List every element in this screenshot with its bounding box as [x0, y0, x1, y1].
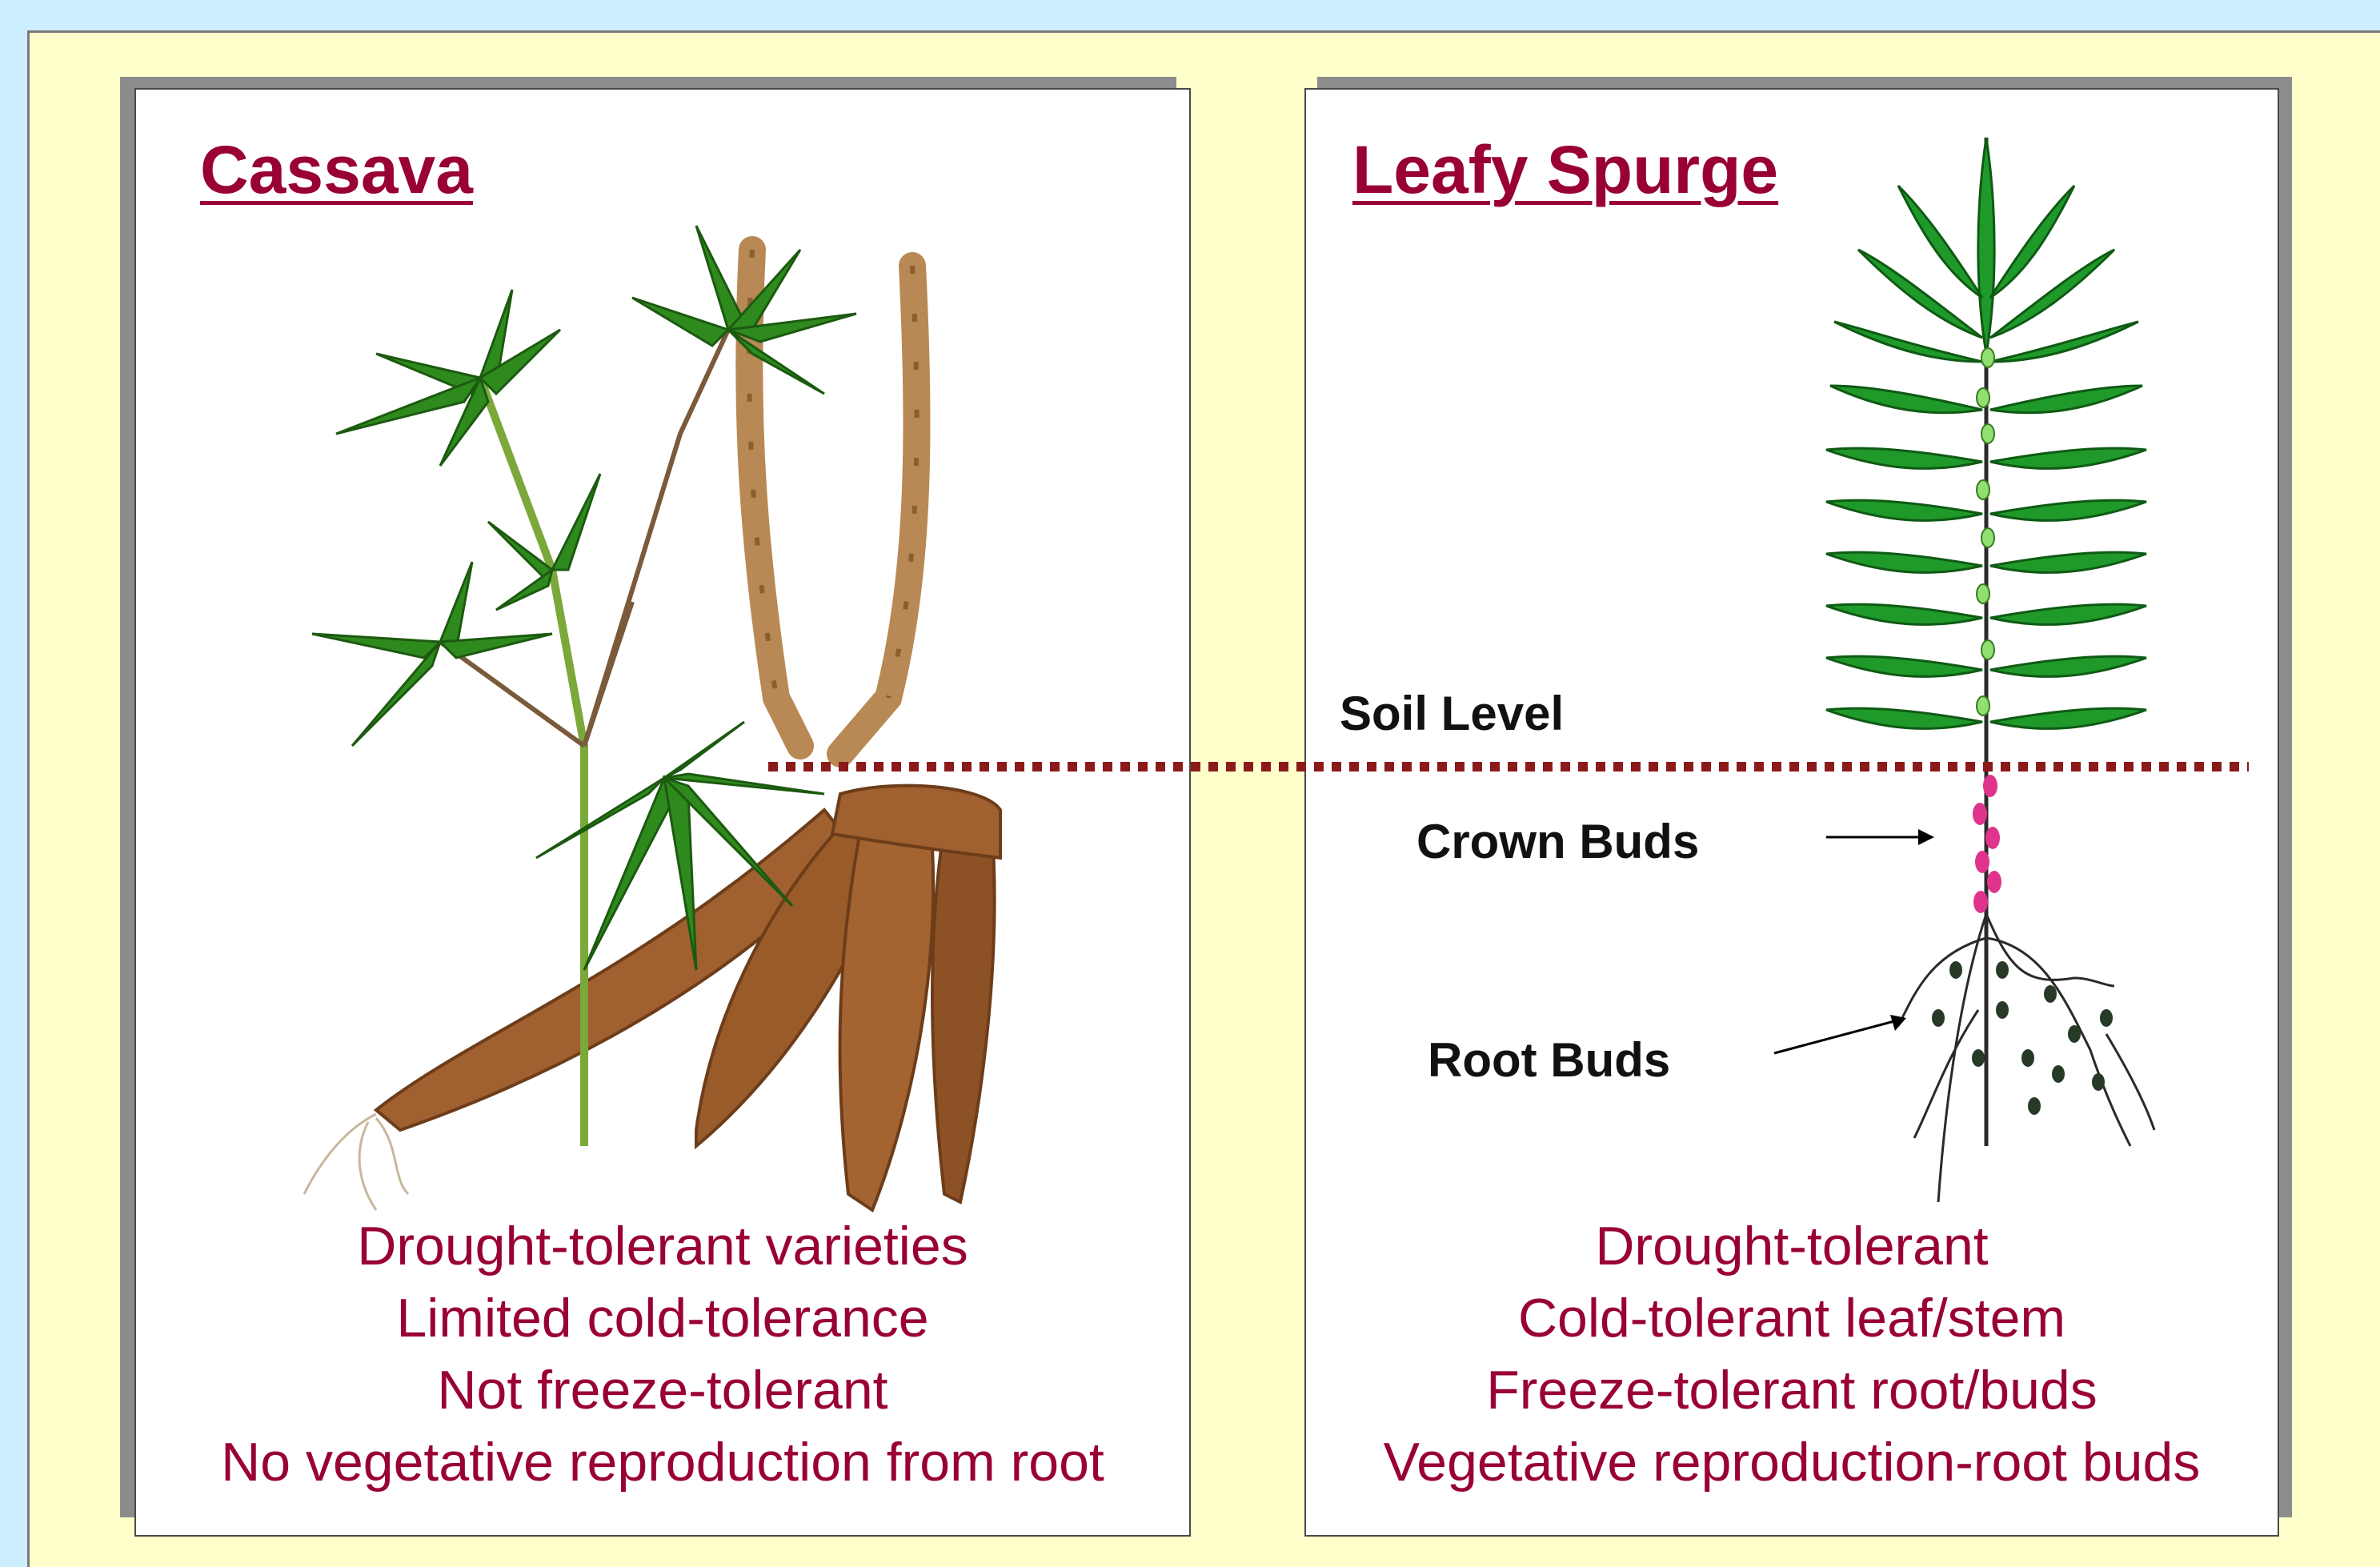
spurge-trait: Cold-tolerant leaf/stem: [1306, 1282, 2278, 1354]
spurge-trait: Freeze-tolerant root/buds: [1306, 1354, 2278, 1426]
soil-level-label: Soil Level: [1340, 686, 1564, 741]
crown-buds-label: Crown Buds: [1416, 814, 1699, 869]
root-buds-label: Root Buds: [1428, 1032, 1670, 1088]
cassava-trait: Not freeze-tolerant: [136, 1354, 1189, 1426]
cassava-trait: Drought-tolerant varieties: [136, 1210, 1189, 1282]
cassava-trait: No vegetative reproduction from root: [136, 1426, 1189, 1498]
spurge-panel: Leafy Spurge: [1304, 88, 2279, 1537]
cassava-panel: Cassava: [134, 88, 1191, 1537]
cassava-trait: Limited cold-tolerance: [136, 1282, 1189, 1354]
spurge-trait: Drought-tolerant: [1306, 1210, 2278, 1282]
spurge-trait: Vegetative reproduction-root buds: [1306, 1426, 2278, 1498]
